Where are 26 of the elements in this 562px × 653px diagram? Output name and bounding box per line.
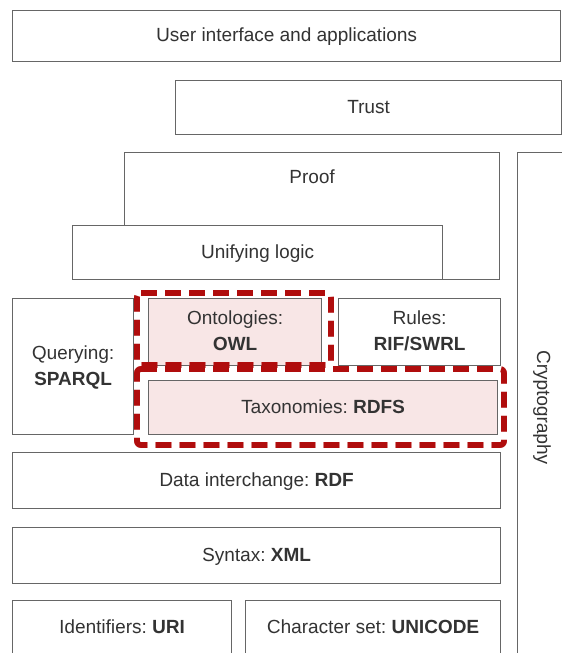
layer-label: Proof [289,167,335,189]
layer-label: Character set: UNICODE [266,617,480,639]
layer-label: Rules: RIF/SWRL [372,307,466,357]
layer-box [12,600,232,653]
layer-box [175,80,562,135]
layer-box [148,298,322,366]
layer-box [124,152,500,225]
layer-label: Cryptography [531,350,553,464]
layer-box [72,225,443,280]
layer-box [12,10,561,62]
layer-label: Ontologies: OWL [186,307,284,357]
layer-box [245,600,501,653]
layer-label: Identifiers: URI [59,617,185,639]
layer-box [148,380,498,435]
layer-label: Data interchange: RDF [159,470,354,492]
layer-label: Syntax: XML [202,544,311,566]
layer-box [517,152,562,653]
layer-label: Querying: SPARQL [30,342,116,392]
layer-label: Unifying logic [201,242,314,264]
layer-box [12,452,501,509]
layer-label: User interface and applications [156,25,417,47]
layer-box [12,298,134,435]
layer-box [12,527,501,584]
layer-box [338,298,501,366]
layer-label: Taxonomies: RDFS [241,396,405,418]
layer-label: Trust [347,96,390,118]
